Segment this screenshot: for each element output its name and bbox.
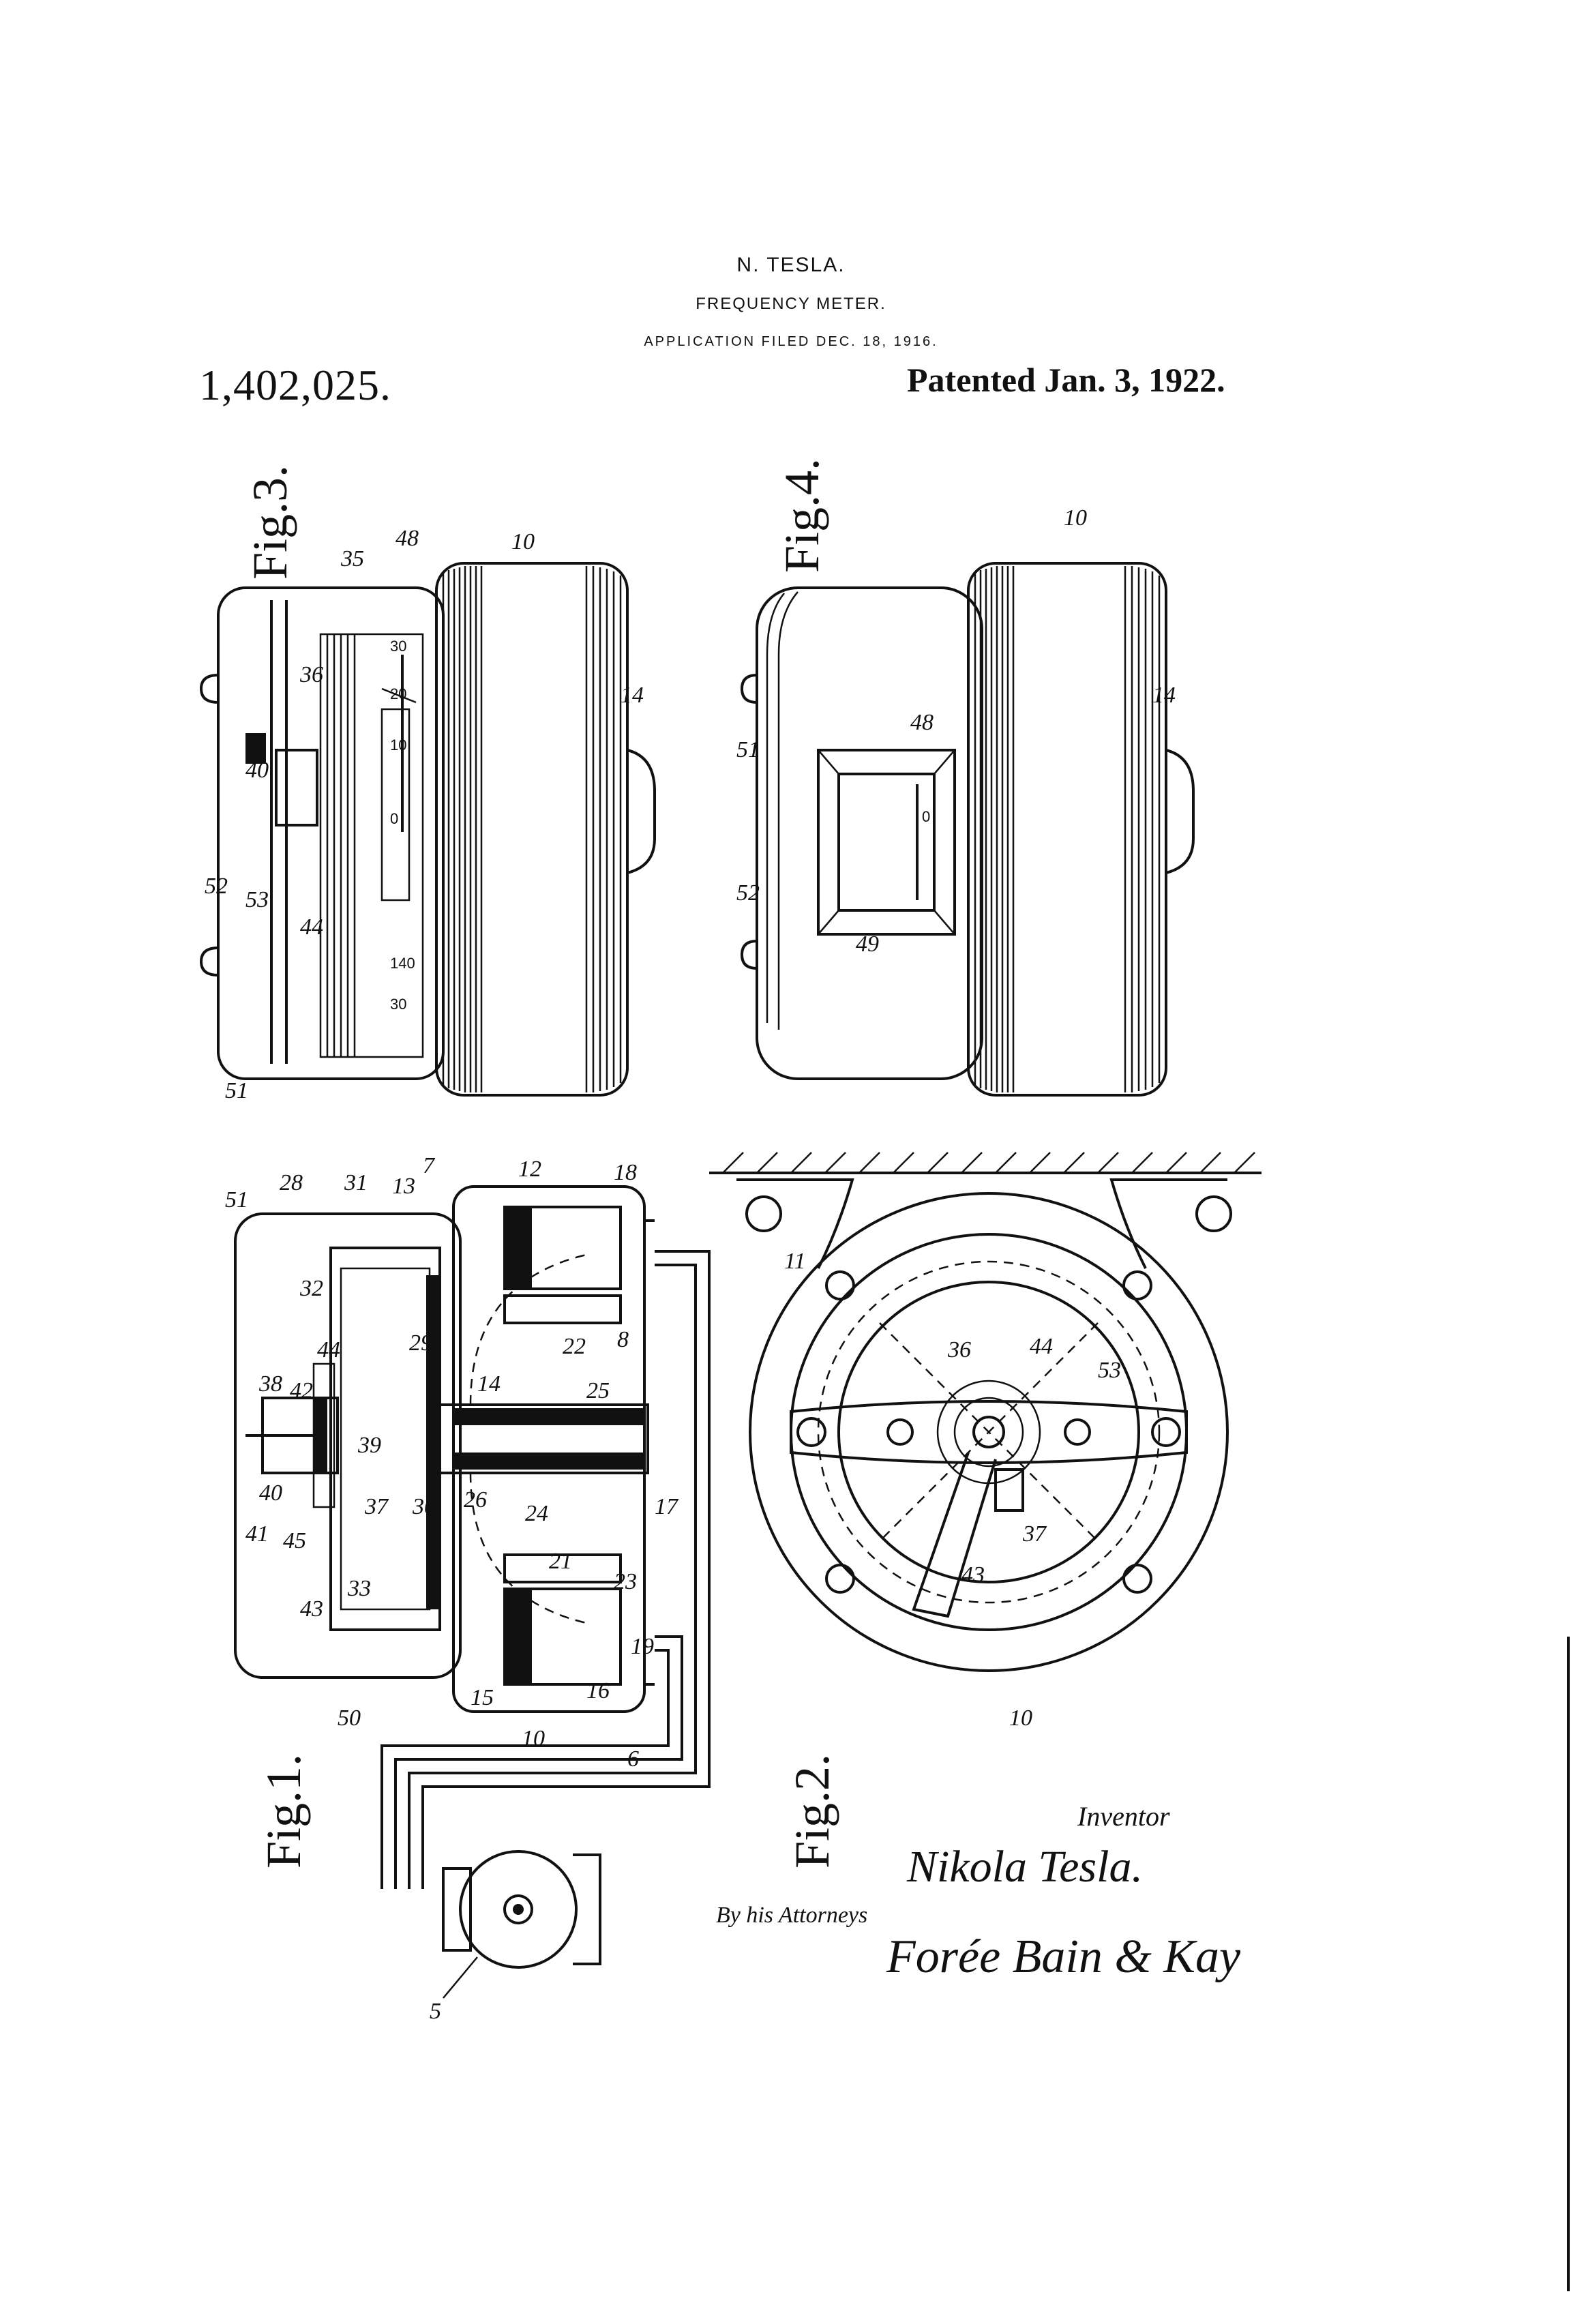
fig1-ref-51: 51 (225, 1187, 248, 1212)
fig1-ref-31: 31 (344, 1170, 368, 1195)
fig1-ref-22: 22 (563, 1334, 586, 1359)
fig4-ref-numerals: 10 14 51 48 52 49 (736, 505, 1176, 957)
inventor-label: Inventor (1077, 1801, 1170, 1832)
fig1-ref-5: 5 (430, 1999, 441, 2024)
fig1-ref-45: 45 (283, 1528, 306, 1553)
fig2-ref-43: 43 (961, 1562, 985, 1588)
application-filed-line: APPLICATION FILED DEC. 18, 1916. (644, 334, 938, 349)
fig3-ref-51: 51 (225, 1078, 248, 1103)
fig1-drawing: 51 28 31 13 7 12 18 32 29 22 8 44 38 42 … (225, 1153, 711, 2024)
fig3-ref-10: 10 (511, 529, 535, 554)
inventor-signature: Nikola Tesla. (907, 1842, 1143, 1892)
fig1-ref-25: 25 (586, 1378, 610, 1403)
fig3-label: Fig.3. (243, 465, 297, 580)
fig1-ref-19: 19 (631, 1634, 654, 1659)
fig4-scale-tick: 0 (922, 808, 930, 825)
fig2-drawing: 11 36 44 53 37 43 10 Fig.2. (709, 1152, 1262, 1868)
fig1-ref-16: 16 (586, 1678, 610, 1703)
fig1-ref-42: 42 (290, 1378, 313, 1403)
fig3-ref-53: 53 (245, 887, 269, 912)
fig1-ref-17: 17 (655, 1494, 679, 1519)
fig4-ref-48: 48 (910, 710, 934, 735)
fig2-ref-37: 37 (1022, 1521, 1047, 1547)
fig1-ref-18: 18 (614, 1160, 637, 1185)
fig3-ref-36: 36 (299, 662, 323, 687)
fig3-housing-hatching (442, 566, 622, 1092)
fig1-ref-32: 32 (299, 1276, 323, 1301)
fig4-label: Fig.4. (775, 458, 829, 573)
fig1-ref-12: 12 (518, 1157, 541, 1182)
fig4-ref-10: 10 (1064, 505, 1087, 531)
fig3-ref-44: 44 (300, 914, 323, 940)
attorney-signature: Forée Bain & Kay (886, 1931, 1241, 1983)
fig3-ref-40: 40 (245, 758, 269, 783)
fig1-ref-41: 41 (245, 1521, 269, 1547)
fig1-ref-30: 30 (412, 1494, 436, 1519)
fig1-ref-6: 6 (627, 1746, 639, 1772)
fig1-ref-39: 39 (357, 1433, 381, 1458)
fig2-ref-36: 36 (947, 1337, 971, 1362)
patent-title: FREQUENCY METER. (696, 295, 886, 313)
fig2-ref-44: 44 (1030, 1334, 1053, 1359)
fig4-ref-49: 49 (856, 932, 879, 957)
patented-date: Patented Jan. 3, 1922. (907, 361, 1225, 399)
attorneys-label: By his Attorneys (716, 1903, 868, 1928)
fig2-ref-numerals: 11 36 44 53 37 43 10 (784, 1249, 1121, 1731)
fig1-ref-28: 28 (280, 1170, 303, 1195)
fig2-ref-53: 53 (1098, 1358, 1121, 1383)
fig1-generator (442, 1850, 601, 1969)
fig3-scale-tick: 30 (390, 996, 406, 1013)
fig3-scale-ticks: 0 10 20 30 140 30 (390, 638, 415, 1013)
fig4-ref-14: 14 (1152, 683, 1176, 708)
fig1-ref-numerals: 51 28 31 13 7 12 18 32 29 22 8 44 38 42 … (225, 1153, 679, 2024)
fig1-ref-8: 8 (617, 1327, 629, 1352)
fig1-ref-24: 24 (525, 1501, 548, 1526)
fig1-ref-14: 14 (477, 1371, 501, 1397)
fig3-ref-52: 52 (205, 874, 228, 899)
fig3-scale-tick: 10 (390, 736, 406, 754)
fig3-ref-35: 35 (340, 546, 364, 571)
fig3-drawing: 10 14 35 48 36 40 52 53 44 51 0 10 20 30… (199, 465, 656, 1103)
fig1-ref-38: 38 (258, 1371, 282, 1397)
fig4-drawing: 10 14 51 48 52 49 0 Fig.4. (736, 458, 1195, 1097)
fig3-scale-drum-lines (326, 634, 356, 1057)
fig4-ref-52: 52 (736, 880, 760, 906)
fig2-ref-11: 11 (784, 1249, 805, 1274)
patent-number: 1,402,025. (199, 361, 391, 409)
fig1-ref-15: 15 (471, 1685, 494, 1710)
inventor-name-heading: N. TESLA. (736, 254, 846, 276)
fig2-label: Fig.2. (785, 1754, 839, 1868)
fig1-ref-21: 21 (549, 1549, 572, 1574)
fig3-scale-tick: 30 (390, 638, 406, 655)
fig1-ref-44: 44 (317, 1337, 340, 1362)
fig3-ref-numerals: 10 14 35 48 36 40 52 53 44 51 (205, 526, 644, 1103)
fig4-ref-51: 51 (736, 737, 760, 762)
fig1-label: Fig.1. (256, 1754, 311, 1868)
fig3-ref-48: 48 (395, 526, 419, 551)
fig3-scale-tick: 0 (390, 810, 398, 827)
fig2-wall-hatching (722, 1152, 1255, 1174)
fig1-ref-40: 40 (259, 1480, 282, 1506)
fig3-scale-tick: 140 (390, 955, 415, 972)
fig1-ref-33: 33 (347, 1576, 371, 1601)
fig3-ref-14: 14 (621, 683, 644, 708)
fig4-housing-hatching (974, 566, 1161, 1092)
fig1-ref-13: 13 (392, 1174, 415, 1199)
fig1-ref-37: 37 (364, 1494, 389, 1519)
fig1-ref-23: 23 (614, 1569, 637, 1594)
fig1-ref-43: 43 (300, 1596, 323, 1622)
fig1-ref-29: 29 (409, 1330, 432, 1356)
fig2-ref-10: 10 (1009, 1705, 1032, 1731)
fig1-ref-10: 10 (522, 1726, 545, 1751)
fig1-ref-7: 7 (423, 1153, 436, 1178)
fig3-scale-tick: 20 (390, 685, 406, 702)
fig1-ref-50: 50 (338, 1705, 361, 1731)
fig1-ref-26: 26 (464, 1487, 487, 1513)
